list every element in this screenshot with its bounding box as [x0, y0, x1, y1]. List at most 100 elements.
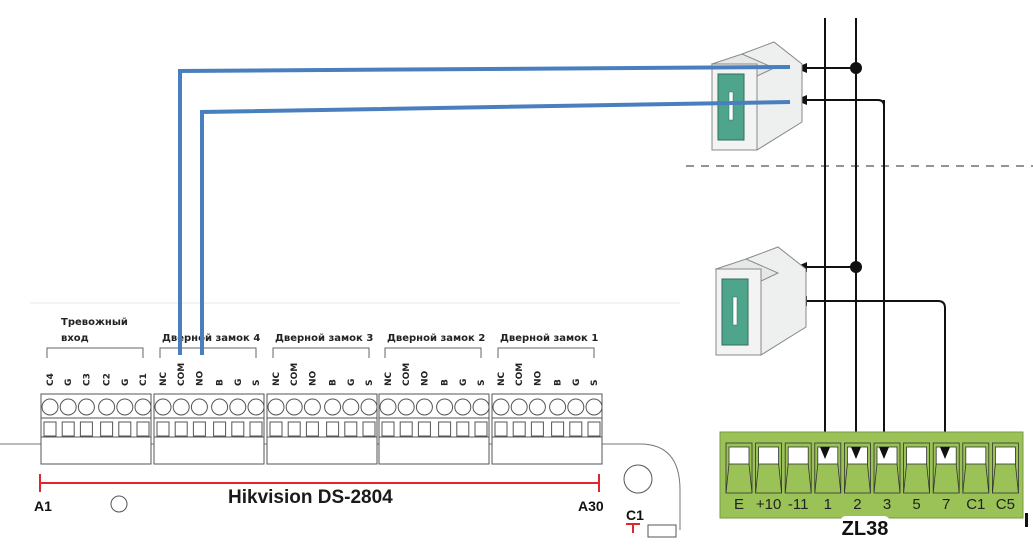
terminal-screw[interactable] [98, 398, 116, 416]
terminal-screw[interactable] [267, 398, 285, 416]
terminal-screw[interactable] [247, 398, 265, 416]
terminal-clamp [192, 421, 206, 437]
terminal-screw[interactable] [172, 398, 190, 416]
terminal-screw[interactable] [454, 398, 472, 416]
switch-indicator-icon [728, 91, 734, 121]
zl38-terminal-wedge [755, 463, 782, 494]
terminal-label: S [477, 380, 487, 386]
terminal-label: G [572, 379, 582, 386]
terminal-clamp [551, 421, 565, 437]
hikvision-title: Hikvision DS-2804 [228, 487, 393, 508]
terminal-label: NO [308, 370, 318, 386]
wire-terminal-7 [800, 300, 946, 450]
zl38-terminal-wedge [932, 463, 960, 494]
terminal-screw[interactable] [190, 398, 208, 416]
terminal-screw[interactable] [154, 398, 172, 416]
terminal-screw[interactable] [59, 398, 77, 416]
terminal-screw[interactable] [324, 398, 342, 416]
switch-lower[interactable] [714, 246, 807, 356]
terminal-label: NC [159, 371, 169, 386]
terminal-clamp [494, 421, 508, 437]
terminal-label: NC [384, 371, 394, 386]
terminal-screw[interactable] [472, 398, 490, 416]
terminal-clamp [287, 421, 301, 437]
terminal-screw[interactable] [285, 398, 303, 416]
zl38-terminal-opening[interactable] [995, 446, 1016, 465]
terminal-label: COM [177, 363, 187, 386]
terminal-screw[interactable] [116, 398, 134, 416]
terminal-clamp [344, 421, 358, 437]
blue-wires [178, 65, 791, 355]
terminal-screw[interactable] [492, 398, 510, 416]
arrow-zl-1 [820, 447, 830, 459]
mount-hole-left [110, 495, 128, 513]
edge-mark [1025, 513, 1028, 527]
group-label: Дверной замок 3 [275, 333, 373, 344]
terminal-label: B [216, 379, 226, 386]
terminal-clamp [136, 421, 150, 437]
zl38-terminal-wedge [873, 463, 901, 494]
zl38-terminal-label: C1 [966, 496, 985, 513]
arrow-zl-2 [851, 447, 861, 459]
zl38-title: ZL38 [842, 518, 889, 540]
terminal-label: S [365, 380, 375, 386]
terminal-clamp [381, 421, 395, 437]
terminal-screw[interactable] [567, 398, 585, 416]
zl38-terminal-label: 1 [824, 496, 832, 513]
zl38-terminal-label: 5 [912, 496, 920, 513]
terminal-screw[interactable] [41, 398, 59, 416]
zl38-terminal-wedge [814, 463, 842, 494]
terminal-screw[interactable] [342, 398, 360, 416]
terminal-clamp [61, 421, 75, 437]
zl38-terminal-opening[interactable] [787, 446, 809, 465]
terminal-screw[interactable] [397, 398, 415, 416]
terminal-clamp [269, 421, 283, 437]
terminal-screw[interactable] [510, 398, 528, 416]
zl38-terminal-opening[interactable] [965, 446, 987, 465]
terminal-screw[interactable] [379, 398, 397, 416]
group-bracket [272, 347, 370, 358]
terminal-screw[interactable] [436, 398, 454, 416]
blue-wire-com [178, 65, 791, 355]
zl38-terminal-opening[interactable] [906, 446, 927, 465]
zl38-terminal-wedge [903, 463, 930, 494]
zl38-terminal-label: -11 [788, 496, 809, 513]
terminal-clamp [249, 421, 263, 437]
junction-upper [850, 62, 862, 74]
switch-upper[interactable] [710, 41, 803, 151]
terminal-screw[interactable] [134, 398, 152, 416]
zl38-terminal-opening[interactable] [728, 446, 750, 465]
terminal-screw[interactable] [211, 398, 229, 416]
terminal-label: C4 [46, 373, 56, 386]
terminal-screw[interactable] [585, 398, 603, 416]
zl38-terminal-wedge [725, 463, 753, 494]
terminal-clamp [512, 421, 526, 437]
terminal-label: COM [290, 363, 300, 386]
mount-hole-right [623, 464, 653, 494]
terminal-screw[interactable] [415, 398, 433, 416]
terminal-clamp [456, 421, 470, 437]
zl38-terminal-wedge [992, 463, 1019, 494]
terminal-screw[interactable] [229, 398, 247, 416]
blue-wire-no [200, 100, 791, 355]
zl38-terminal-label: E [734, 496, 744, 513]
terminal-screw[interactable] [528, 398, 546, 416]
terminal-clamp [213, 421, 227, 437]
terminal-screw[interactable] [303, 398, 321, 416]
terminal-clamp [587, 421, 601, 437]
connector-c1 [647, 524, 677, 538]
terminal-screw[interactable] [549, 398, 567, 416]
terminal-screw[interactable] [360, 398, 378, 416]
terminal-label: G [459, 379, 469, 386]
terminal-screw[interactable] [77, 398, 95, 416]
terminal-clamp [231, 421, 245, 437]
terminal-clamp [569, 421, 583, 437]
zl38-terminal-opening[interactable] [758, 446, 779, 465]
terminal-clamp [417, 421, 431, 437]
zl38-terminal-label: +10 [756, 496, 781, 513]
